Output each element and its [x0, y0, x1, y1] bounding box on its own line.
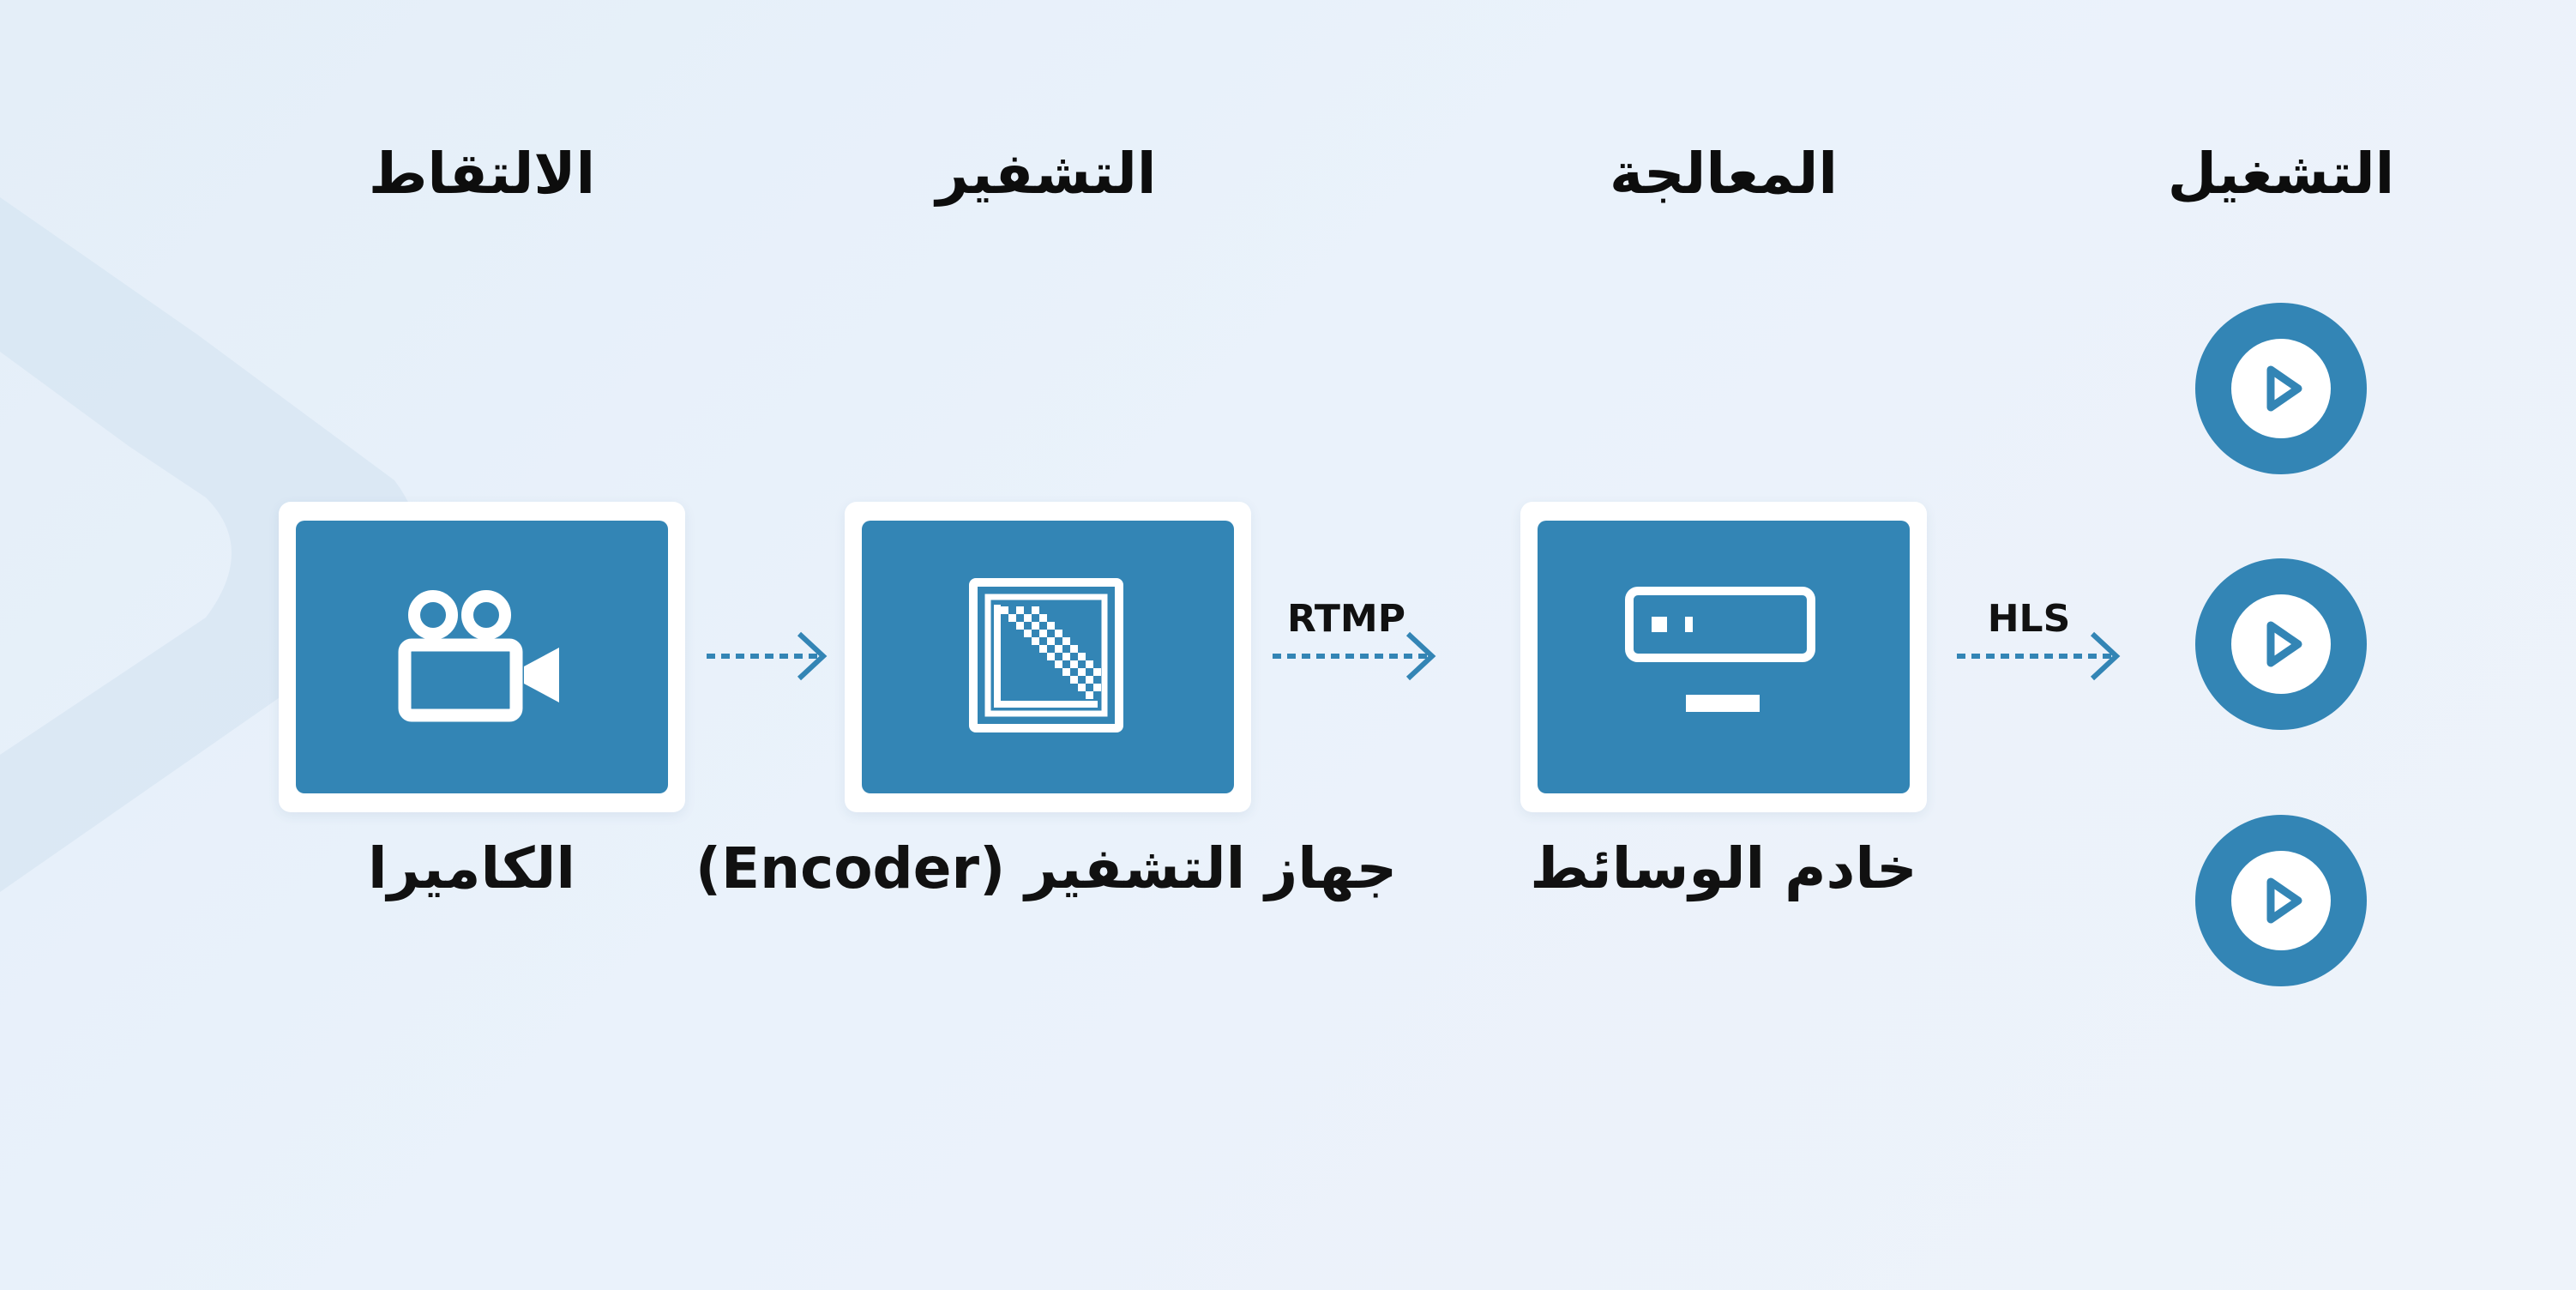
video-camera-icon [398, 590, 559, 722]
arrow-encoder-to-server [1273, 631, 1436, 681]
rtmp-label: RTMP [1287, 597, 1405, 641]
stage-title-capture: الالتقاط [368, 141, 596, 207]
play-icon[interactable] [2195, 815, 2367, 986]
hls-label: HLS [1987, 597, 2071, 641]
stage-title-processing: المعالجة [1609, 141, 1839, 207]
arrow-server-to-players [1957, 631, 2121, 681]
media-server-node [1520, 502, 1927, 812]
encoder-node [845, 502, 1251, 812]
arrow-camera-to-encoder [707, 631, 828, 681]
stage-title-playback: التشغيل [2167, 141, 2395, 207]
stage-title-encoding: التشفير [936, 141, 1157, 207]
camera-label: الكاميرا [367, 835, 576, 901]
play-icon[interactable] [2195, 558, 2367, 730]
play-icon[interactable] [2195, 303, 2367, 474]
encoder-icon [969, 578, 1123, 732]
media-server-icon [1625, 587, 1815, 712]
media-server-label: خادم الوسائط [1530, 835, 1917, 901]
encoder-label: جهاز التشفير (Encoder) [695, 835, 1398, 901]
camera-node [279, 502, 685, 812]
